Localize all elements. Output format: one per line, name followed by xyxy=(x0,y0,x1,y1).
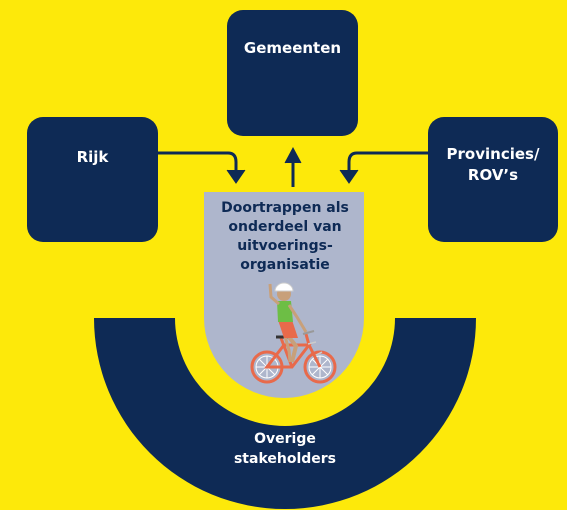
node-gemeenten-label: Gemeenten xyxy=(243,39,342,57)
arrow-rijk-to-center-icon xyxy=(157,151,246,184)
node-rijk-label: Rijk xyxy=(76,148,109,166)
node-gemeenten: Gemeenten xyxy=(227,10,358,136)
arrow-provincies-to-center-icon xyxy=(339,151,429,184)
overige-stakeholders-arc xyxy=(94,318,476,509)
node-rijk: Rijk xyxy=(27,117,158,242)
node-provincies: Provincies/ ROV’s xyxy=(428,117,558,242)
cyclist-icon xyxy=(250,282,337,384)
node-provincies-label: Provincies/ ROV’s xyxy=(446,145,540,184)
node-center-label: Doortrappen als onderdeel van uitvoering… xyxy=(221,200,349,273)
node-overige-label: Overige stakeholders xyxy=(233,431,337,467)
arrow-center-to-gemeenten-icon xyxy=(284,146,302,187)
